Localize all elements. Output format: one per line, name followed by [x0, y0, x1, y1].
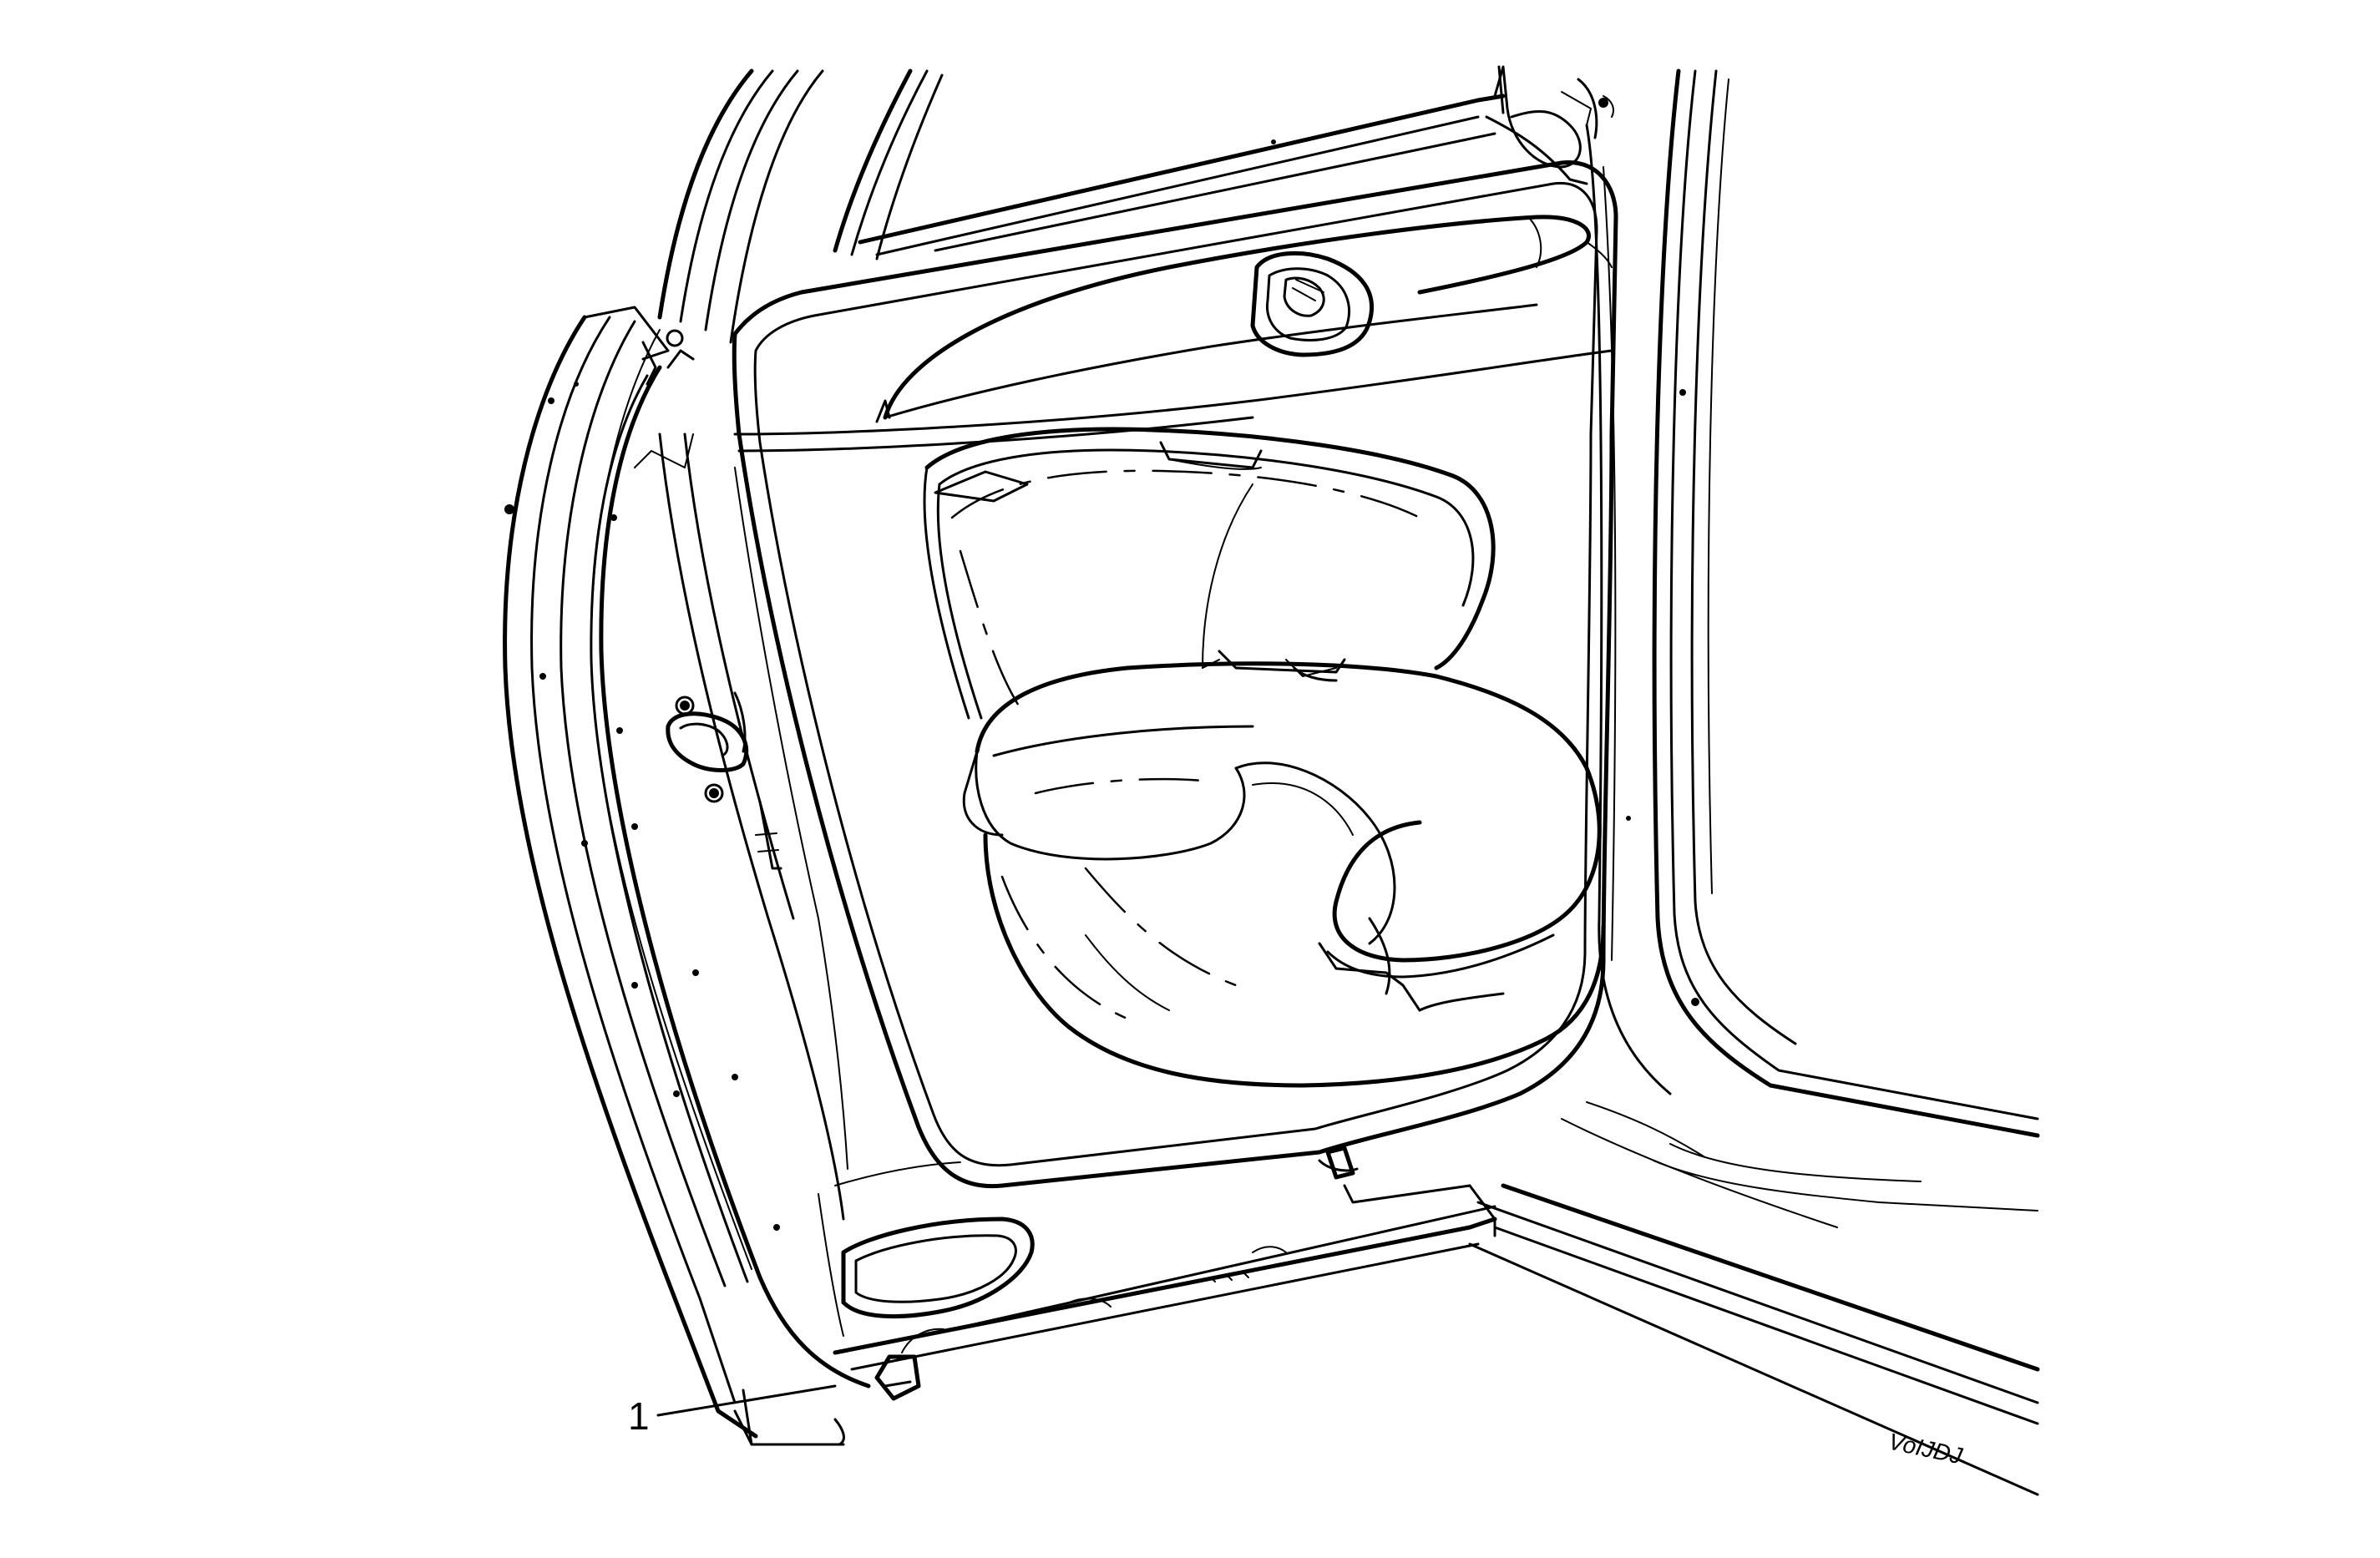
lower-pocket: [983, 832, 1606, 1088]
callout-label: 1: [628, 1394, 650, 1438]
callout-leader-line: [656, 1384, 837, 1417]
door-trim-panel: [732, 159, 1618, 1189]
body-opening: [1468, 68, 2040, 1496]
latch-pillar: [616, 329, 848, 1221]
weatherstrip: [590, 365, 871, 1389]
window-frame: [657, 65, 1614, 344]
armrest: [962, 650, 1602, 963]
callout-1: 1: [628, 1384, 837, 1438]
lower-door-section: [818, 1146, 1497, 1401]
speaker-pocket-area: [923, 427, 1496, 720]
door-outer-edge: [503, 306, 845, 1446]
figure-code: VoIJDJ: [1886, 1429, 1966, 1469]
figure-code-text: VoIJDJ: [1886, 1429, 1966, 1469]
